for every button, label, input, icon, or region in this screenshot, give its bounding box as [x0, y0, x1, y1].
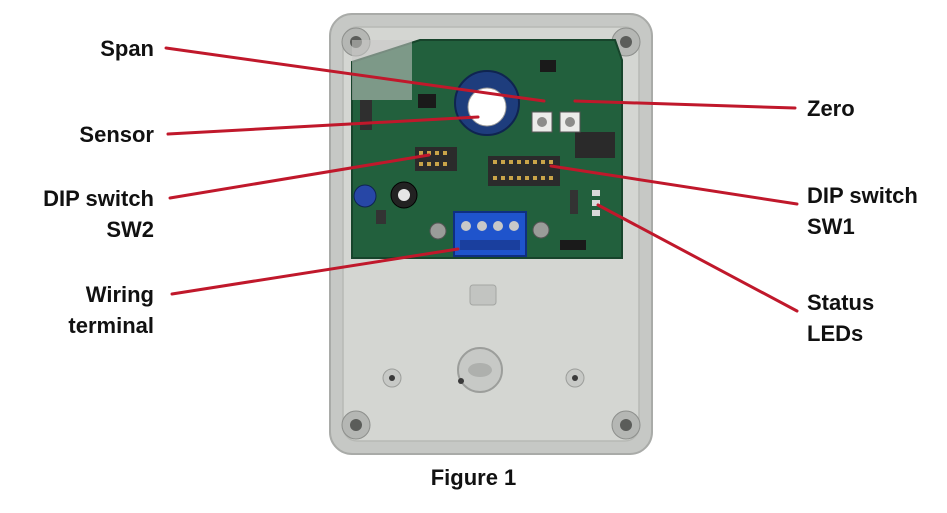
label-status-line1: Status [807, 290, 875, 315]
label-dip-switch-sw1: DIP switch SW1 [807, 180, 918, 242]
leader-wiring [170, 247, 460, 296]
label-sensor: Sensor [79, 122, 154, 147]
figure-caption: Figure 1 [430, 465, 517, 490]
leader-sensor [166, 115, 480, 136]
label-dip-switch-sw2: DIP switch SW2 [10, 183, 154, 245]
enclosure-features [382, 284, 585, 393]
wiring-terminal-block [453, 211, 527, 257]
label-status-leds: Status LEDs [807, 287, 874, 349]
leader-dip-sw2 [168, 153, 431, 200]
label-status-line2: LEDs [807, 321, 864, 346]
leader-lines [164, 46, 799, 313]
label-span: Span [100, 36, 154, 61]
sensor-component [454, 70, 520, 136]
label-dip-sw2-line2: SW2 [106, 217, 154, 242]
leader-status [596, 203, 799, 313]
dip-switch-sw2 [415, 147, 457, 171]
label-dip-sw1-line2: SW1 [807, 214, 855, 239]
dip-switch-sw1 [488, 156, 560, 186]
label-wiring-line1: Wiring [85, 282, 154, 307]
calibration-buttons [531, 111, 581, 133]
label-zero: Zero [807, 96, 855, 121]
status-leds [592, 190, 600, 216]
label-dip-sw1-line1: DIP switch [807, 183, 918, 208]
leader-dip-sw1 [549, 164, 799, 206]
leader-span [164, 46, 546, 103]
leader-zero [573, 99, 797, 110]
label-wiring-terminal: Wiring terminal [10, 279, 154, 341]
label-dip-sw2-line1: DIP switch [43, 186, 154, 211]
label-wiring-line2: terminal [68, 313, 154, 338]
